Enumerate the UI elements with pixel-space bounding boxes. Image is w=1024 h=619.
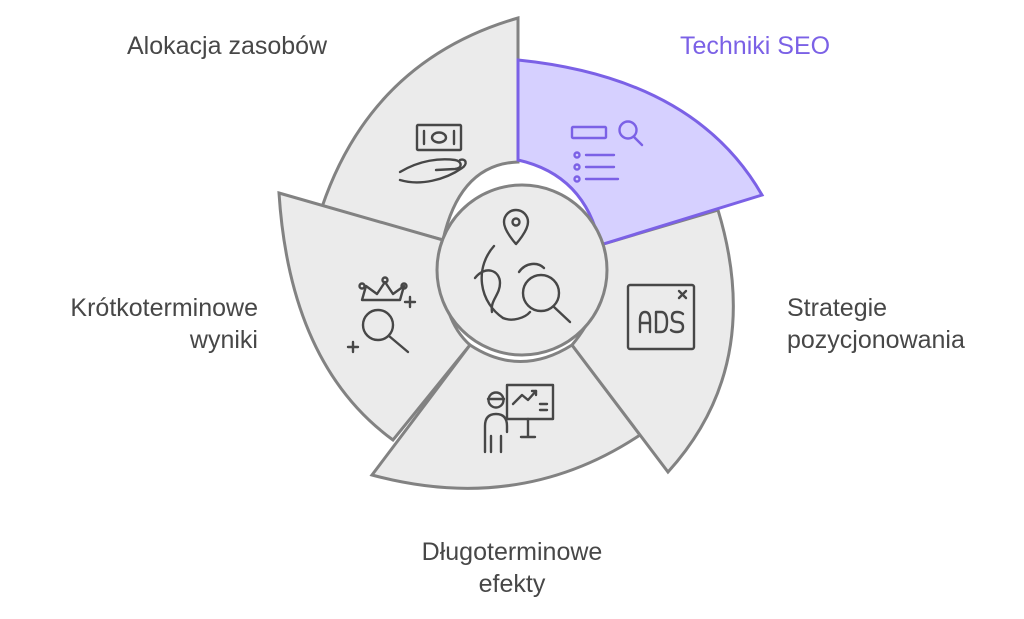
label-dlugoterminowe-line-2: efekty [478,570,546,598]
label-krotkoterminowe-wyniki: Krótkoterminowe wyniki [0,292,258,356]
label-dlugoterminowe-efekty: Długoterminowe efekty [392,536,632,600]
segment-techniki-seo [516,58,765,247]
label-krotkoterminowe-line-2: wyniki [189,326,258,354]
label-techniki-seo: Techniki SEO [680,30,830,62]
label-krotkoterminowe-line-1: Krótkoterminowe [70,294,258,322]
money-hand-icon [398,123,467,184]
label-dlugoterminowe-line-1: Długoterminowe [421,538,603,566]
label-alokacja-line-1: Alokacja zasobów [127,32,328,60]
globe-location-search-icon [473,208,572,324]
ads-window-icon [626,283,696,351]
label-alokacja-zasobow: Alokacja zasobów [127,30,327,62]
label-strategie-pozycjonowania: Strategie pozycjonowania [787,292,965,356]
label-strategie-line-2: pozycjonowania [787,326,965,354]
label-strategie-line-1: Strategie [787,294,888,322]
seo-search-list-icon [570,120,644,183]
crown-search-icon [346,276,417,354]
segment-alokacja [320,16,520,242]
presenter-chart-icon [483,383,555,454]
label-techniki-seo-line-1: Techniki SEO [680,32,831,60]
